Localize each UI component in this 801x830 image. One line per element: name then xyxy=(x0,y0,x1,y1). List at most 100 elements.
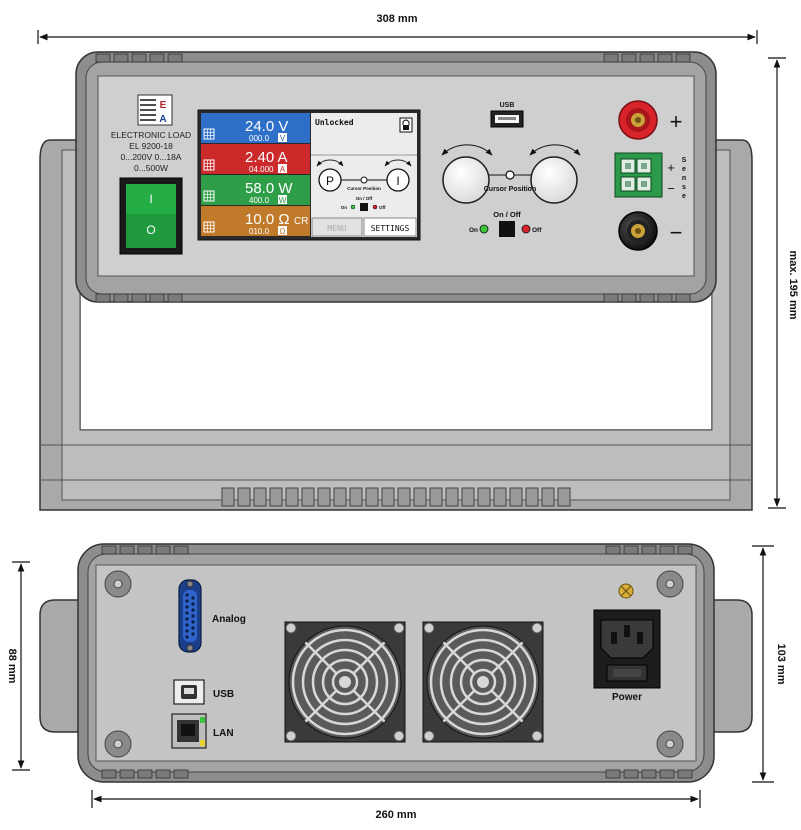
front-usb-port[interactable]: USB xyxy=(490,102,524,128)
case-rib xyxy=(621,293,637,303)
case-rib xyxy=(95,293,111,303)
case-rib xyxy=(137,769,153,779)
model-line-2: EL 9200-18 xyxy=(129,141,173,151)
sense-minus-sign: − xyxy=(667,181,675,196)
screw-head xyxy=(113,739,123,749)
analog-pin xyxy=(191,614,195,618)
fan-guard-ring xyxy=(301,638,389,726)
right-rotary-knob[interactable] xyxy=(529,144,581,204)
rear-left-height-dimension: 88 mm xyxy=(6,561,30,771)
fan-guard-spoke xyxy=(352,689,386,723)
case-rib xyxy=(675,53,691,63)
grip-rib xyxy=(333,487,347,507)
power-inlet[interactable] xyxy=(593,609,661,689)
case-rib xyxy=(119,769,135,779)
grip-rib xyxy=(525,487,539,507)
analog-connector[interactable] xyxy=(178,579,202,653)
fan-screw xyxy=(531,730,543,742)
case-rib xyxy=(605,545,621,555)
grid-icon xyxy=(203,190,215,202)
front-width-dimension: 308 mm xyxy=(37,13,758,44)
case-rib xyxy=(101,769,117,779)
grip-rib xyxy=(541,487,555,507)
case-rib xyxy=(659,545,675,555)
sense-connector[interactable] xyxy=(614,152,663,198)
positive-terminal[interactable] xyxy=(618,100,658,140)
case-rib xyxy=(659,769,675,779)
power-on-mark: I xyxy=(149,192,152,206)
reading-value: 58.0 W xyxy=(245,180,293,197)
reading-setpoint: 000.0 xyxy=(249,134,270,143)
grid-icon xyxy=(203,159,215,171)
unit-badge xyxy=(278,164,287,173)
grip-rib xyxy=(285,487,299,507)
onoff-label: On / Off xyxy=(493,210,521,219)
case-rib xyxy=(95,53,111,63)
sense-plus-sign: + xyxy=(667,160,675,175)
analog-pin xyxy=(191,602,195,606)
fan-guard-spoke xyxy=(304,689,338,723)
model-line-4: 0...500W xyxy=(134,163,168,173)
analog-label: Analog xyxy=(212,614,246,625)
knob-p-label: P xyxy=(326,174,334,188)
reading-setpoint: 010.0 xyxy=(249,227,270,236)
analog-pin xyxy=(185,593,189,597)
sense-letter: s xyxy=(682,184,686,191)
screen-knob-p: P xyxy=(316,159,344,192)
analog-pin xyxy=(185,599,189,603)
negative-terminal[interactable] xyxy=(618,211,658,251)
case-rib xyxy=(641,769,657,779)
case-rib xyxy=(677,545,693,555)
case-rib xyxy=(603,53,619,63)
lan-port[interactable] xyxy=(171,713,207,749)
case-rib xyxy=(641,545,657,555)
fan-guard-ring xyxy=(469,668,497,696)
grip-rib xyxy=(493,487,507,507)
sense-letter: n xyxy=(682,175,686,182)
case-rib xyxy=(623,769,639,779)
case-rib xyxy=(155,769,171,779)
analog-pin xyxy=(185,617,189,621)
rear-right-height-label: 103 mm xyxy=(775,644,787,685)
grip-rib xyxy=(381,487,395,507)
status-text: Unlocked xyxy=(315,118,354,127)
case-rib xyxy=(113,53,129,63)
fan-guard-spoke xyxy=(442,689,476,723)
analog-pin xyxy=(185,605,189,609)
left-rotary-knob[interactable] xyxy=(441,144,493,204)
case-rib xyxy=(639,293,655,303)
grip-rib xyxy=(253,487,267,507)
fan-screw xyxy=(423,730,435,742)
fan-guard-spoke xyxy=(490,689,524,723)
knob-i-label: I xyxy=(396,174,399,188)
case-rib xyxy=(639,53,655,63)
grip-rib xyxy=(269,487,283,507)
front-height-label: max. 195 mm xyxy=(787,250,799,319)
menu-button[interactable]: MENU xyxy=(311,217,363,237)
power-switch[interactable]: I O xyxy=(119,177,183,255)
sense-letter: e xyxy=(682,166,686,173)
ground-screw xyxy=(618,583,634,599)
grip-rib xyxy=(221,487,235,507)
fan-guard-ring xyxy=(321,658,369,706)
grip-rib xyxy=(317,487,331,507)
case-rib xyxy=(155,545,171,555)
case-rib xyxy=(167,53,183,63)
grip-rib xyxy=(237,487,251,507)
fan-screw xyxy=(393,730,405,742)
case-rib xyxy=(131,293,147,303)
case-rib xyxy=(605,769,621,779)
cursor-position-label: Cursor Position xyxy=(484,186,537,193)
onoff-button[interactable] xyxy=(499,221,515,237)
power-label: Power xyxy=(612,692,642,703)
positive-sign: + xyxy=(670,109,683,134)
fan-screw xyxy=(393,622,405,634)
fan-guard-ring xyxy=(439,638,527,726)
analog-pin xyxy=(191,620,195,624)
rear-usb-port[interactable] xyxy=(173,679,205,705)
settings-button[interactable]: SETTINGS xyxy=(363,217,417,237)
case-rib xyxy=(675,293,691,303)
unit-badge xyxy=(278,195,287,204)
